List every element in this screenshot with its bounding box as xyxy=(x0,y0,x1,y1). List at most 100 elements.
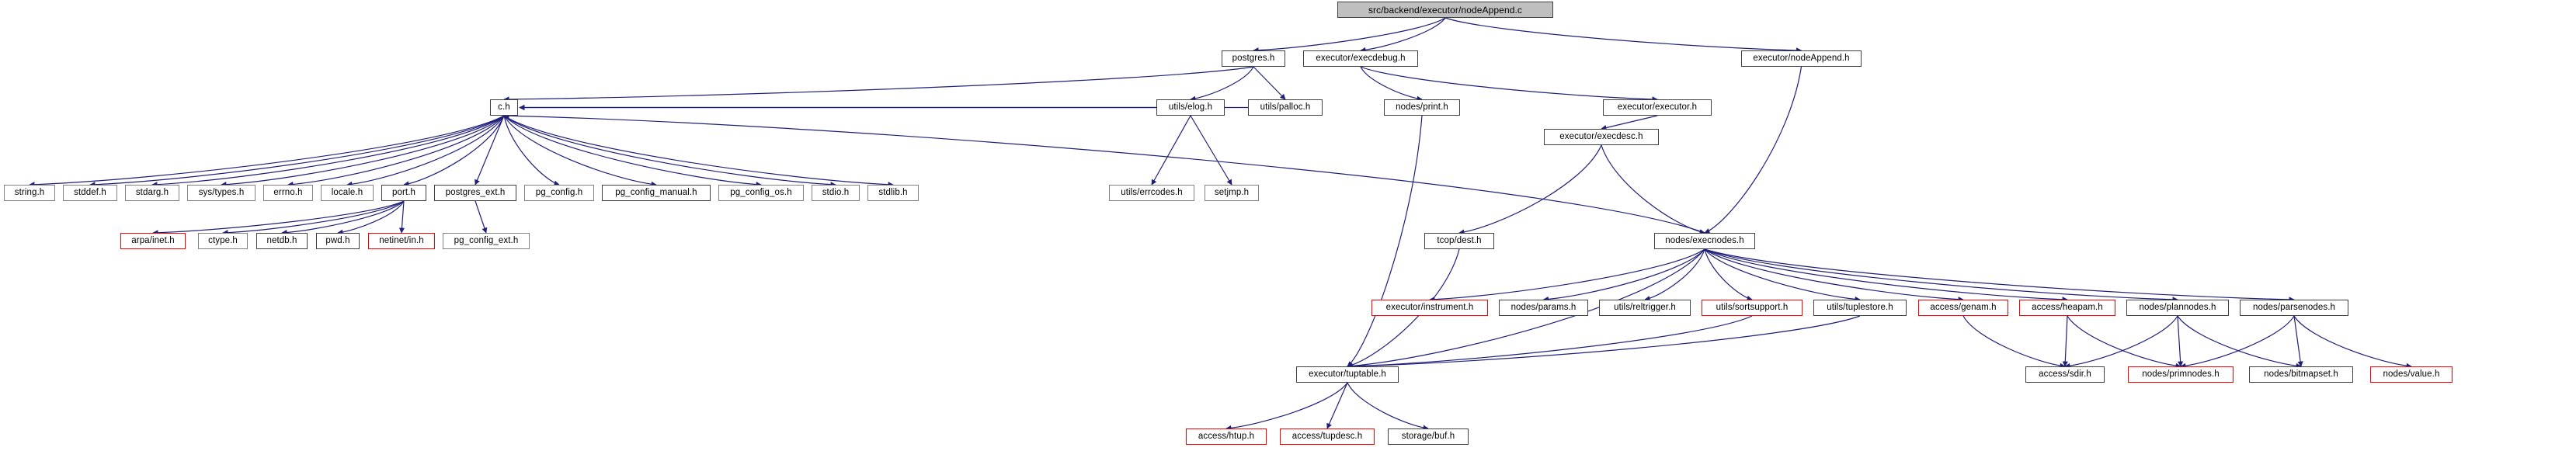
node-label: utils/reltrigger.h xyxy=(1614,302,1676,312)
graph-edge xyxy=(1347,315,1753,369)
node-label: executor/tuptable.h xyxy=(1309,369,1386,379)
graph-node[interactable]: utils/sortsupport.h xyxy=(1702,300,1803,316)
graph-edge xyxy=(2062,315,2068,367)
node-label: executor/execdesc.h xyxy=(1559,131,1643,141)
graph-node[interactable]: nodes/value.h xyxy=(2370,366,2453,383)
graph-node[interactable]: stdarg.h xyxy=(125,185,179,201)
node-label: netdb.h xyxy=(266,235,297,245)
graph-node[interactable]: c.h xyxy=(490,99,518,116)
node-label: executor/nodeAppend.h xyxy=(1753,53,1850,63)
graph-node[interactable]: executor/execdebug.h xyxy=(1303,50,1418,67)
graph-edge xyxy=(222,200,405,236)
graph-node[interactable]: pg_config_os.h xyxy=(718,185,804,201)
node-label: postgres_ext.h xyxy=(445,187,506,197)
graph-edge xyxy=(1429,248,1705,303)
graph-edge xyxy=(2064,315,2178,369)
node-label: netinet/in.h xyxy=(379,235,424,245)
graph-node[interactable]: executor/nodeAppend.h xyxy=(1741,50,1862,67)
graph-root-node[interactable]: src/backend/executor/nodeAppend.c xyxy=(1337,2,1553,18)
graph-node[interactable]: nodes/print.h xyxy=(1384,99,1460,116)
graph-node[interactable]: pg_config_manual.h xyxy=(602,185,711,201)
node-label: setjmp.h xyxy=(1214,187,1250,197)
node-label: nodes/parsenodes.h xyxy=(2252,302,2336,312)
graph-node[interactable]: nodes/params.h xyxy=(1499,300,1588,316)
graph-edge xyxy=(1225,382,1348,431)
graph-edge xyxy=(1360,17,1446,53)
graph-node[interactable]: stdlib.h xyxy=(867,185,919,201)
node-label: c.h xyxy=(498,102,510,112)
graph-edge xyxy=(1704,248,2178,303)
graph-edge xyxy=(503,115,836,188)
graph-node[interactable]: stdio.h xyxy=(812,185,860,201)
graph-node[interactable]: utils/palloc.h xyxy=(1248,99,1323,116)
graph-node[interactable]: errno.h xyxy=(263,185,313,201)
graph-edge xyxy=(1360,66,1658,102)
graph-edge xyxy=(503,66,1254,102)
graph-node[interactable]: access/heapam.h xyxy=(2019,300,2115,316)
graph-node[interactable]: locale.h xyxy=(321,185,374,201)
graph-node[interactable]: executor/executor.h xyxy=(1603,99,1712,116)
graph-node[interactable]: access/genam.h xyxy=(1918,300,2008,316)
graph-edge xyxy=(503,115,657,187)
graph-node[interactable]: arpa/inet.h xyxy=(120,233,186,249)
node-label: access/genam.h xyxy=(1930,302,1997,312)
graph-node[interactable]: nodes/plannodes.h xyxy=(2126,300,2229,316)
graph-edge xyxy=(503,115,560,186)
node-label: stddef.h xyxy=(74,187,106,197)
node-label: nodes/execnodes.h xyxy=(1665,235,1744,245)
graph-node[interactable]: executor/instrument.h xyxy=(1371,300,1488,316)
graph-edge xyxy=(152,200,405,236)
node-label: executor/execdebug.h xyxy=(1316,53,1406,63)
graph-node[interactable]: nodes/bitmapset.h xyxy=(2249,366,2353,383)
node-label: pg_config_os.h xyxy=(730,187,792,197)
graph-edge xyxy=(1444,17,1803,54)
graph-edge xyxy=(29,115,505,188)
graph-node[interactable]: ctype.h xyxy=(198,233,248,249)
graph-node[interactable]: utils/elog.h xyxy=(1156,99,1225,116)
graph-node[interactable]: postgres.h xyxy=(1222,50,1285,67)
graph-edge xyxy=(1601,115,1658,131)
graph-node[interactable]: stddef.h xyxy=(63,185,117,201)
graph-node[interactable]: access/tupdesc.h xyxy=(1280,428,1375,445)
graph-edge xyxy=(1704,248,1861,303)
graph-edge xyxy=(1962,315,2066,369)
node-label: nodes/params.h xyxy=(1510,302,1577,312)
graph-edge xyxy=(1190,115,1232,186)
graph-node[interactable]: pwd.h xyxy=(316,233,360,249)
graph-node[interactable]: tcop/dest.h xyxy=(1424,233,1494,249)
graph-edge xyxy=(2293,315,2412,369)
node-label: nodes/primnodes.h xyxy=(2142,369,2220,379)
graph-node[interactable]: pg_config.h xyxy=(524,185,594,201)
graph-edge xyxy=(503,113,1705,234)
graph-node[interactable]: pg_config_ext.h xyxy=(443,233,530,249)
graph-node[interactable]: access/sdir.h xyxy=(2025,366,2105,383)
graph-edge xyxy=(475,115,505,186)
graph-node[interactable]: netinet/in.h xyxy=(368,233,435,249)
graph-node[interactable]: utils/errcodes.h xyxy=(1109,185,1194,201)
graph-node[interactable]: nodes/parsenodes.h xyxy=(2240,300,2348,316)
graph-node[interactable]: nodes/primnodes.h xyxy=(2128,366,2234,383)
graph-node[interactable]: postgres_ext.h xyxy=(434,185,516,201)
graph-node[interactable]: netdb.h xyxy=(256,233,308,249)
node-label: sys/types.h xyxy=(198,187,245,197)
graph-node[interactable]: storage/buf.h xyxy=(1388,428,1469,445)
node-label: locale.h xyxy=(331,187,363,197)
graph-node[interactable]: executor/tuptable.h xyxy=(1296,366,1399,383)
graph-node[interactable]: access/htup.h xyxy=(1186,428,1267,445)
graph-node[interactable]: port.h xyxy=(381,185,426,201)
graph-edge xyxy=(1190,66,1254,102)
graph-edge xyxy=(1601,144,1705,235)
graph-node[interactable]: setjmp.h xyxy=(1205,185,1259,201)
node-label: pwd.h xyxy=(325,235,350,245)
graph-node[interactable]: utils/reltrigger.h xyxy=(1599,300,1691,316)
node-label: pg_config.h xyxy=(535,187,583,197)
node-label: stdio.h xyxy=(822,187,850,197)
graph-node[interactable]: executor/execdesc.h xyxy=(1544,129,1659,145)
graph-node[interactable]: string.h xyxy=(4,185,55,201)
graph-edge xyxy=(1253,66,1286,100)
graph-node[interactable]: nodes/execnodes.h xyxy=(1654,233,1755,249)
graph-node[interactable]: sys/types.h xyxy=(187,185,256,201)
graph-node[interactable]: utils/tuplestore.h xyxy=(1813,300,1907,316)
